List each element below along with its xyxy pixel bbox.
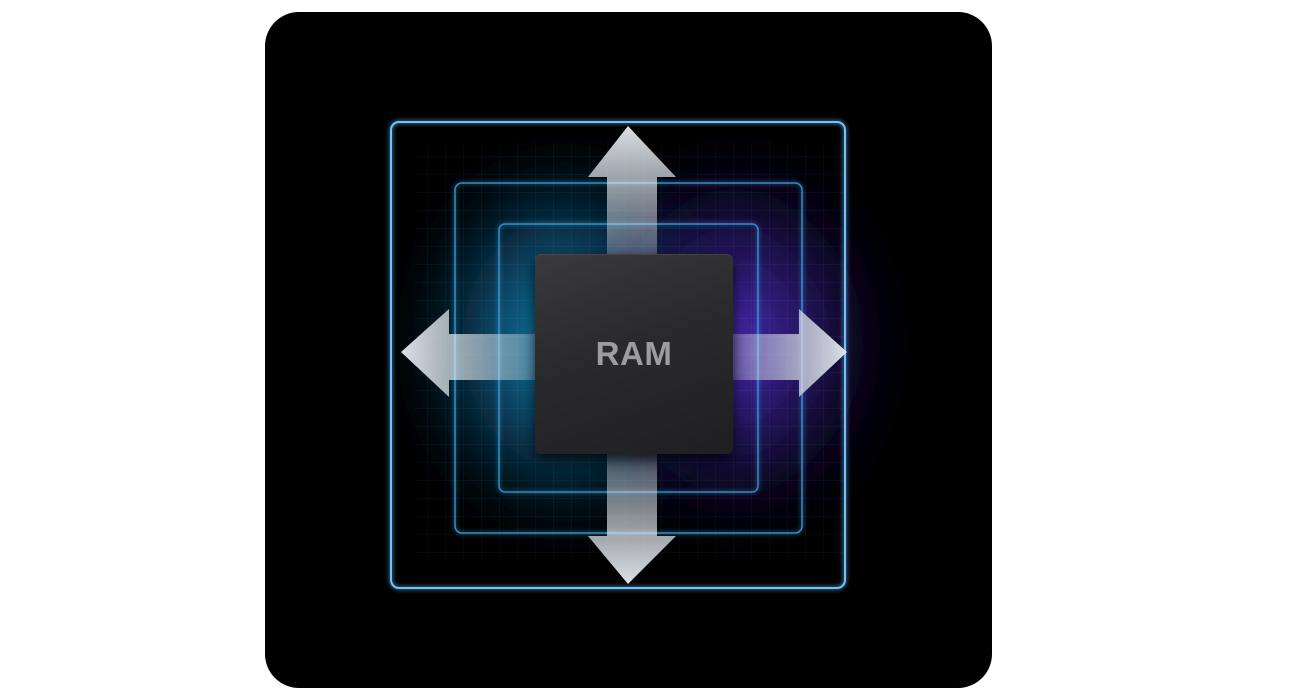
arrow-up-icon [588, 126, 676, 260]
arrow-right-icon [729, 309, 847, 397]
ram-expansion-panel: RAM [265, 12, 992, 688]
ram-chip-label: RAM [595, 335, 673, 372]
arrow-left-icon [401, 309, 541, 397]
ram-chip: RAM [535, 254, 733, 454]
arrow-down-icon [588, 448, 676, 584]
outer-frame [390, 121, 846, 589]
expansion-graphic [390, 121, 905, 589]
